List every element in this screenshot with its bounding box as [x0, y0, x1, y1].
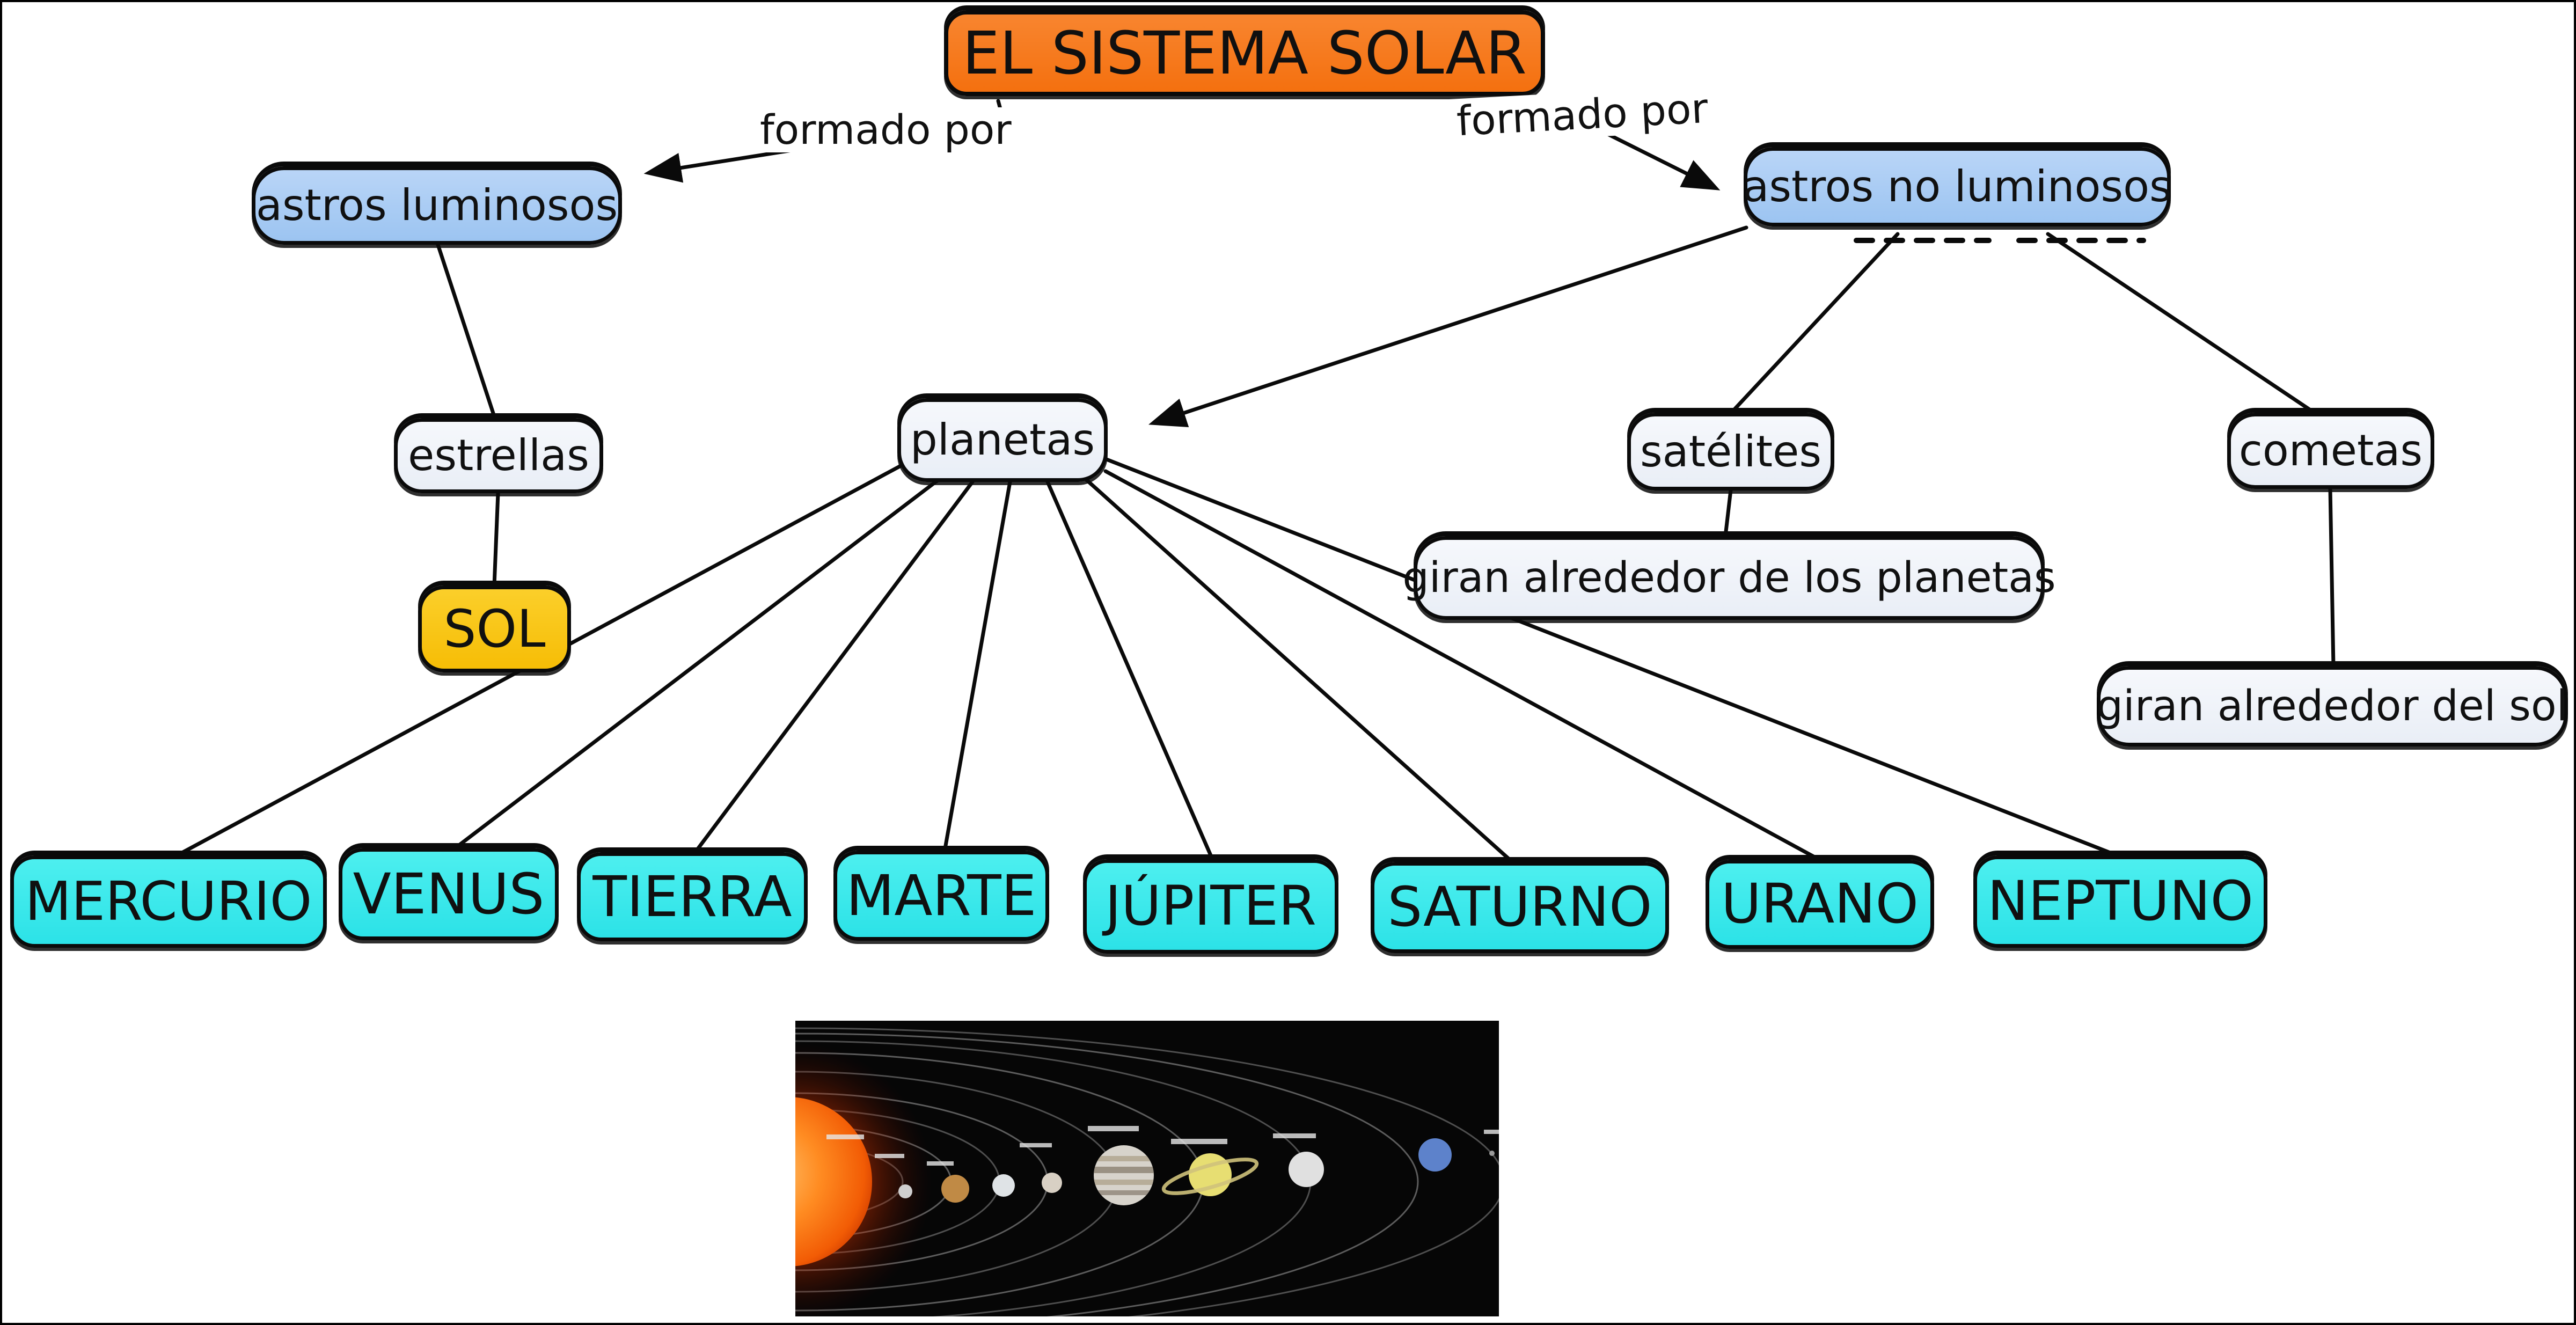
edge-planetas-marte	[942, 480, 1012, 854]
edge-planetas-urano	[1103, 469, 1824, 863]
edge-planetas-jupiter	[1045, 480, 1215, 862]
sun	[795, 1097, 872, 1267]
edge-planetas-tierra	[692, 480, 975, 855]
node-giran-alrededor-planetas: giran alrededor de los planetas	[1402, 536, 2056, 620]
node-planet-venus: VENUS	[339, 848, 559, 940]
node-planet-marte: MARTE	[833, 851, 1049, 941]
node-title: EL SISTEMA SOLAR	[944, 10, 1545, 96]
edge-estrellas-sol	[492, 491, 500, 588]
edge-planetas-neptuno	[1104, 457, 2122, 859]
node-planet-urano: URANO	[1706, 860, 1934, 949]
node-planet-jupiter: JÚPITER	[1083, 859, 1338, 954]
node-planetas: planetas	[897, 398, 1108, 482]
edge-cometas-giran	[2328, 486, 2336, 668]
node-estrellas: estrellas	[394, 418, 603, 493]
uranus-figure	[1289, 1152, 1324, 1187]
node-cometas: cometas	[2227, 413, 2434, 489]
jupiter-figure	[1094, 1145, 1154, 1205]
mars-figure	[1042, 1173, 1062, 1193]
edge-luminosos-estrellas	[436, 243, 497, 420]
node-satelites: satélites	[1627, 413, 1834, 491]
mercury-figure	[898, 1184, 912, 1198]
neptune-figure	[1418, 1138, 1452, 1172]
edge-planetas-venus	[452, 479, 939, 851]
venus-figure	[941, 1175, 969, 1203]
edge-noluminosos-cometas	[2046, 232, 2314, 413]
node-planet-neptuno: NEPTUNO	[1973, 855, 2267, 948]
node-sol: SOL	[418, 585, 571, 672]
edge-noluminosos-satelites	[1729, 232, 1900, 415]
node-astros-no-luminosos: astros no luminosos	[1743, 147, 2172, 226]
solar-system-image	[795, 1021, 1499, 1316]
saturn-figure	[1161, 1153, 1259, 1196]
edge-noluminosos-planetas	[1148, 225, 1748, 427]
edge-label-formado-por-left: formado por	[753, 107, 1018, 152]
node-planet-mercurio: MERCURIO	[10, 855, 327, 948]
planet-figures	[898, 1138, 1495, 1205]
node-planet-saturno: SATURNO	[1371, 862, 1669, 953]
tiny-caption-marks	[826, 1126, 1499, 1166]
node-giran-alrededor-sol: giran alrededor del sol	[2097, 666, 2568, 746]
node-astros-luminosos: astros luminosos	[252, 166, 622, 245]
node-planet-tierra: TIERRA	[577, 852, 808, 941]
pluto-figure	[1489, 1151, 1495, 1156]
edge-satelites-giran	[1723, 488, 1733, 538]
earth-figure	[992, 1174, 1015, 1197]
edge-planetas-saturno	[1083, 477, 1516, 865]
